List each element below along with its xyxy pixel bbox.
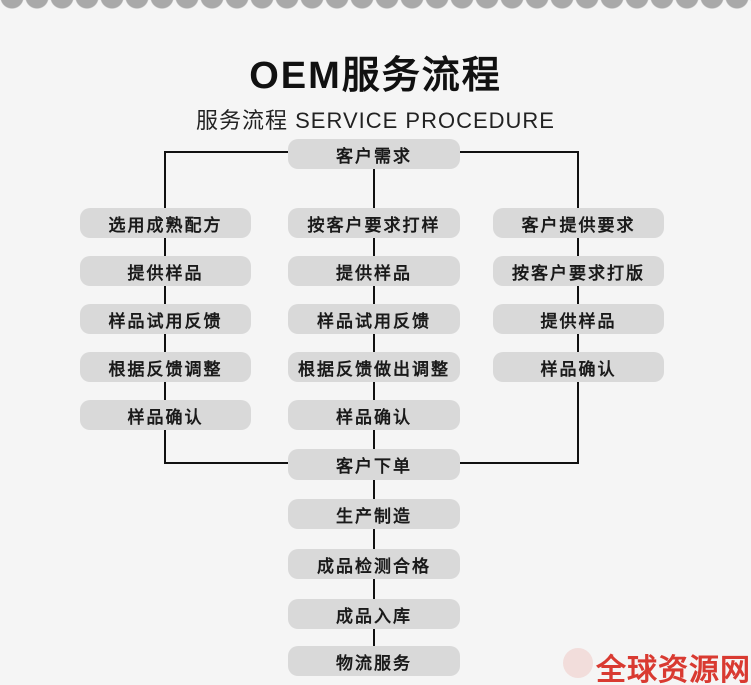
page-subtitle: 服务流程 SERVICE PROCEDURE [196,108,555,133]
node-right-2: 按客户要求打版 [493,256,664,286]
node-right-3: 提供样品 [493,304,664,334]
watermark-globe-icon [563,648,593,678]
node-left-5: 样品确认 [80,400,251,430]
node-warehousing: 成品入库 [288,599,460,629]
node-middle-2: 提供样品 [288,256,460,286]
site-watermark: 全球资源网 [596,654,751,685]
node-left-3: 样品试用反馈 [80,304,251,334]
node-production: 生产制造 [288,499,460,529]
node-right-1: 客户提供要求 [493,208,664,238]
node-quality-check: 成品检测合格 [288,549,460,579]
node-right-4: 样品确认 [493,352,664,382]
connector-middle-vertical [373,151,375,647]
node-customer-order: 客户下单 [288,449,460,480]
node-left-1: 选用成熟配方 [80,208,251,238]
torn-paper-edge [0,0,751,13]
node-middle-4: 根据反馈做出调整 [288,352,460,382]
node-left-2: 提供样品 [80,256,251,286]
node-middle-5: 样品确认 [288,400,460,430]
page-title: OEM服务流程 [249,55,502,97]
node-customer-needs: 客户需求 [288,139,460,169]
node-logistics: 物流服务 [288,646,460,676]
node-middle-3: 样品试用反馈 [288,304,460,334]
node-middle-1: 按客户要求打样 [288,208,460,238]
node-left-4: 根据反馈调整 [80,352,251,382]
